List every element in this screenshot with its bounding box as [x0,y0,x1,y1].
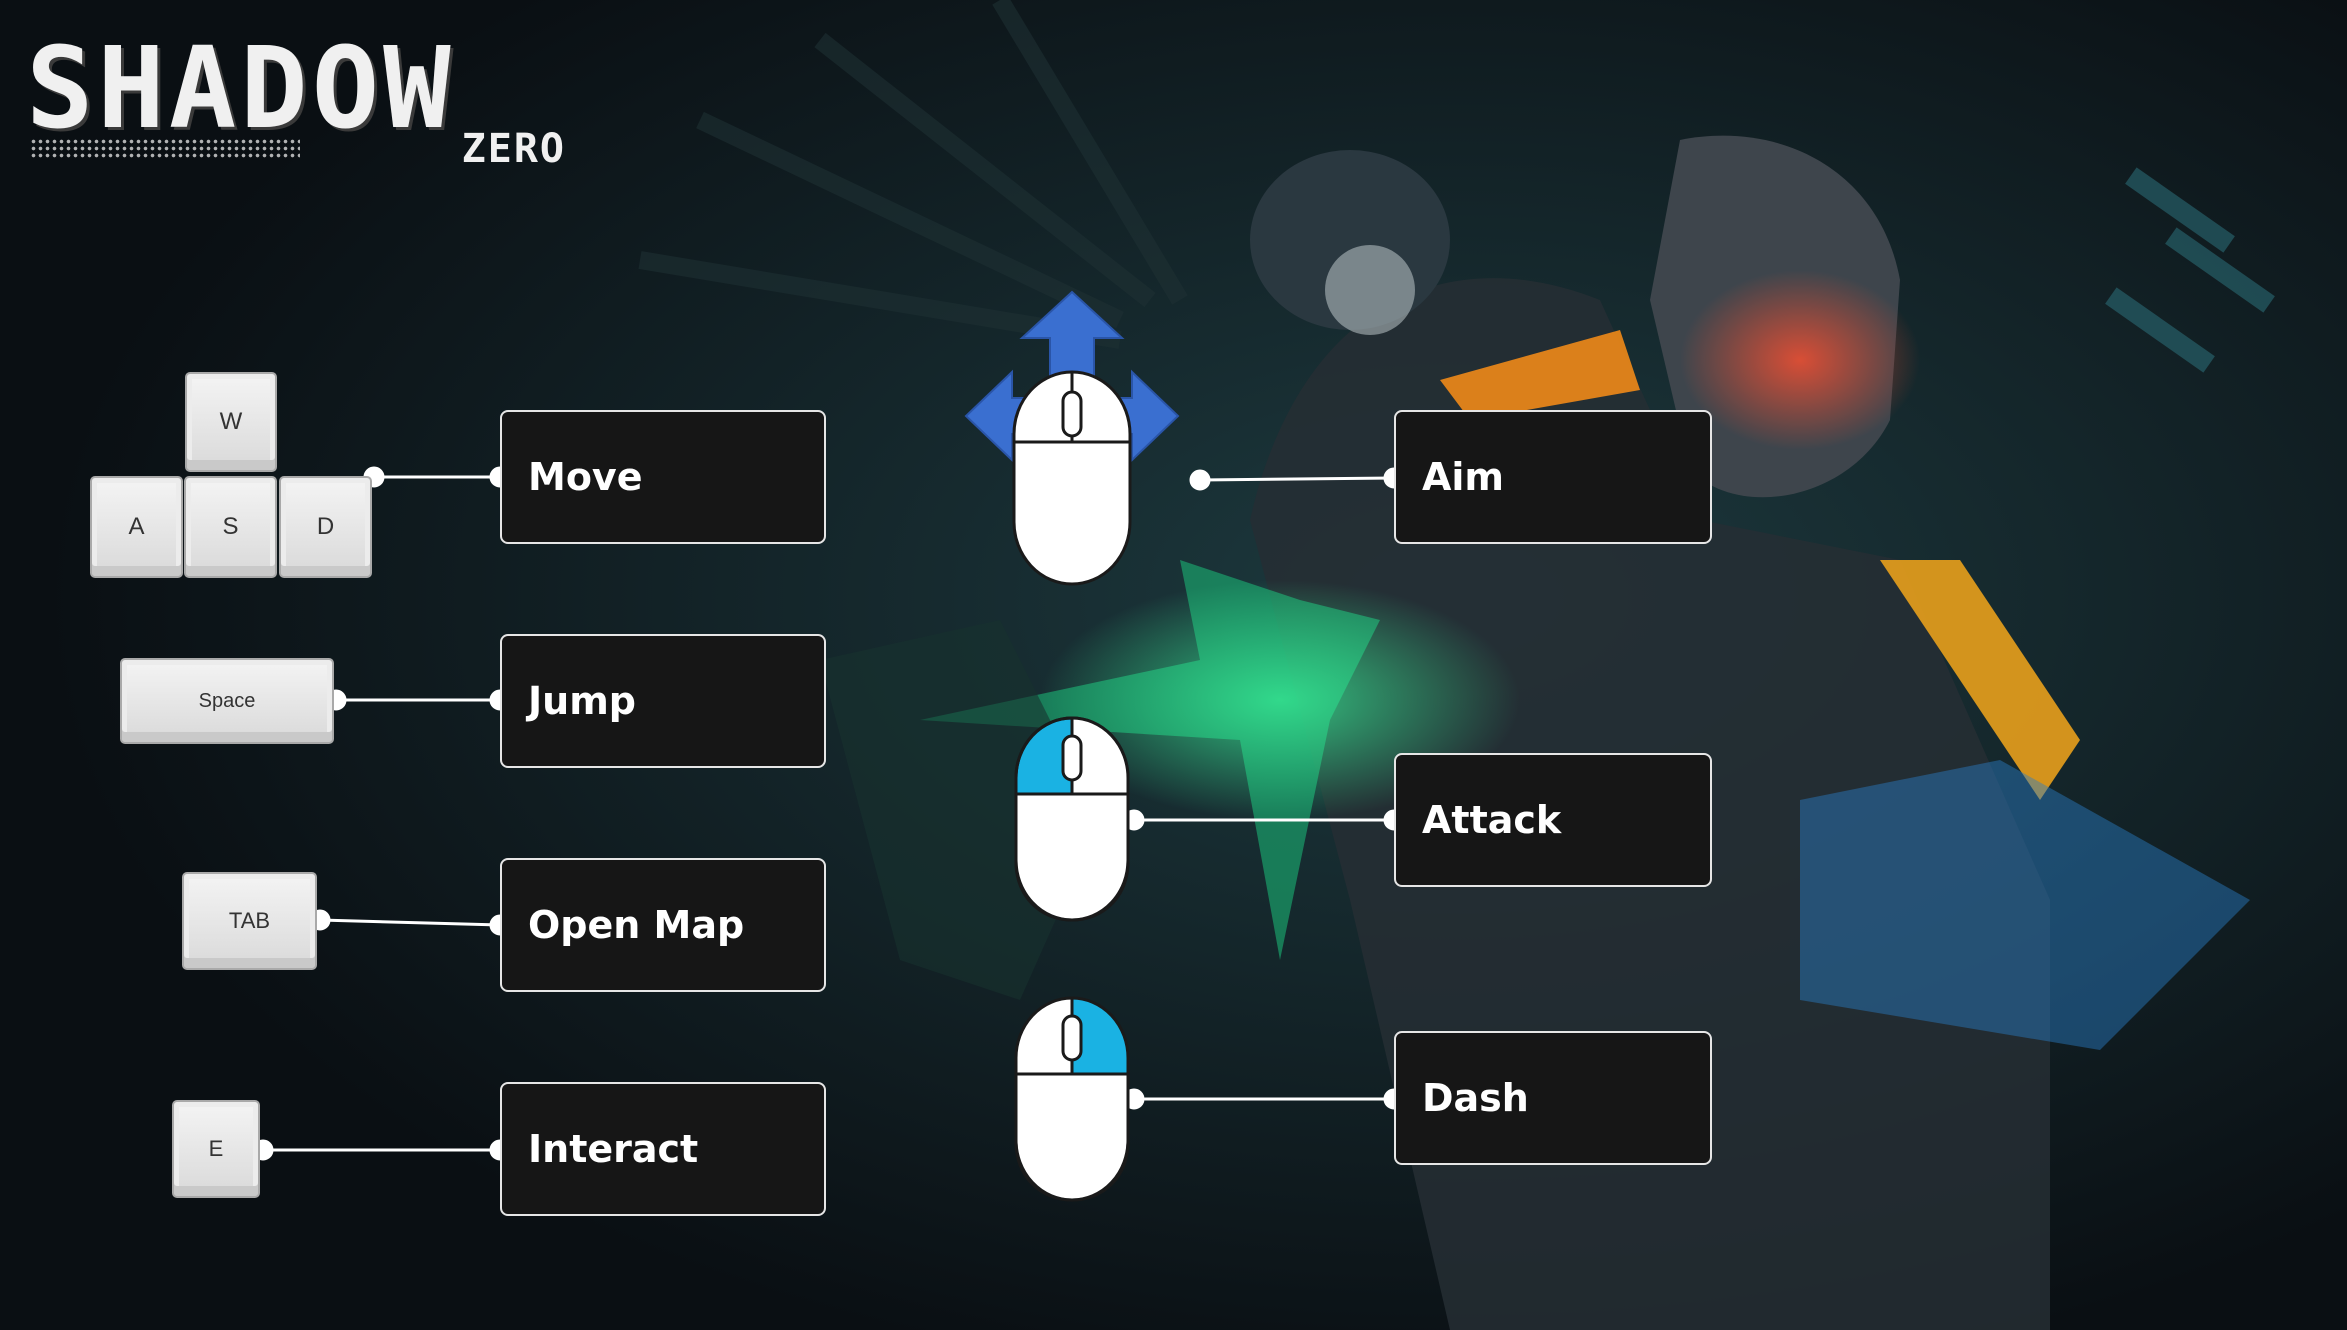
logo-subtitle: ZERO [461,126,566,172]
action-open-map: Open Map [500,858,826,992]
key-tab: TAB [182,872,317,970]
key-space: Space [120,658,334,744]
mouse-right-click-icon [1014,996,1130,1202]
key-s: S [184,476,277,578]
key-w: W [185,372,277,472]
action-dash-label: Dash [1422,1076,1529,1120]
action-aim: Aim [1394,410,1712,544]
action-move-label: Move [528,455,643,499]
left-button-highlight [1016,718,1072,794]
action-interact-label: Interact [528,1127,699,1171]
key-e: E [172,1100,260,1198]
action-jump: Jump [500,634,826,768]
key-d: D [279,476,372,578]
action-aim-label: Aim [1422,455,1505,499]
mouse-move-icon [964,290,1180,586]
mouse-left-click-icon [1014,716,1130,922]
key-a: A [90,476,183,578]
logo-title: SHADOW [26,24,455,154]
action-attack-label: Attack [1422,798,1562,842]
action-jump-label: Jump [528,679,636,723]
action-open-map-label: Open Map [528,903,745,947]
action-attack: Attack [1394,753,1712,887]
logo-dot-pattern [30,138,300,160]
action-dash: Dash [1394,1031,1712,1165]
action-move: Move [500,410,826,544]
action-interact: Interact [500,1082,826,1216]
right-button-highlight [1072,998,1128,1074]
game-logo: SHADOW ZERO [26,24,566,180]
